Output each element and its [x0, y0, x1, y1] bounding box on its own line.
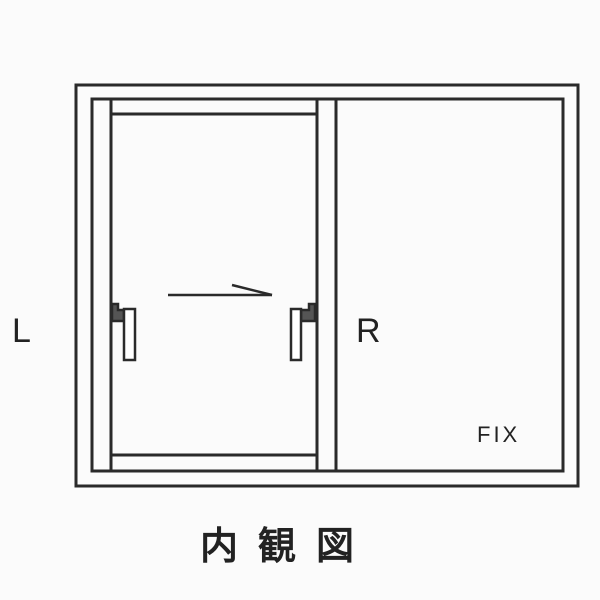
- diagram-caption: 内観図: [200, 524, 375, 568]
- left-side-label: L: [12, 312, 31, 350]
- right-handle-icon: [289, 302, 317, 362]
- outer-frame: [74, 83, 580, 488]
- sliding-arrow-head: [231, 283, 273, 297]
- right-side-label: R: [356, 312, 381, 350]
- inner-frame: [90, 97, 565, 473]
- left-handle-icon: [110, 302, 137, 362]
- fixed-pane-label: FIX: [477, 422, 521, 447]
